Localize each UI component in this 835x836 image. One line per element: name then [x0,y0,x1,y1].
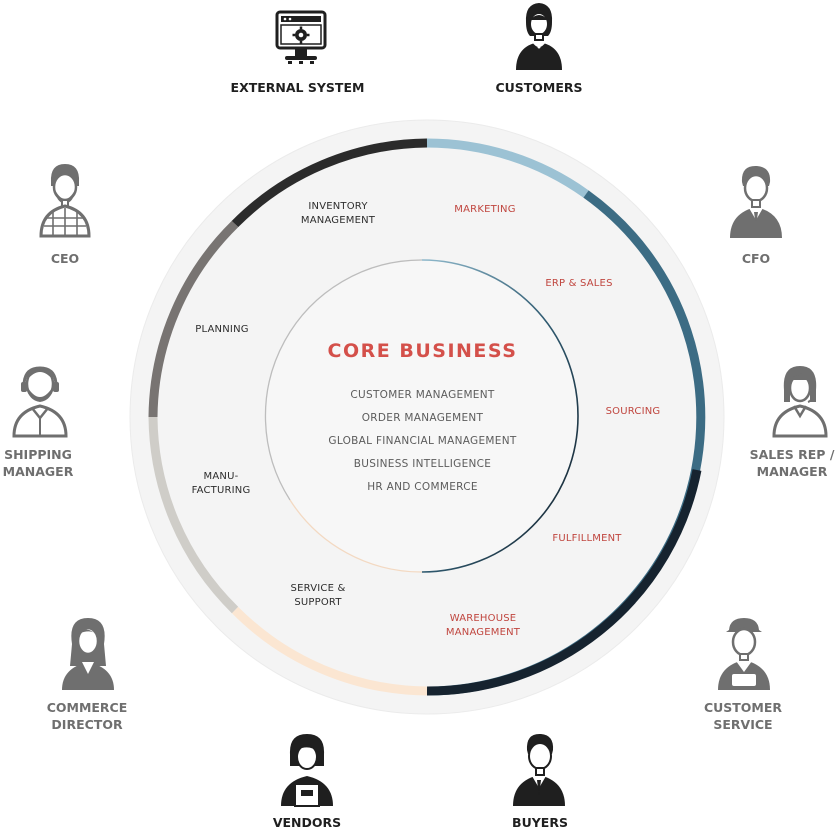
ring-segment-peach [231,606,428,696]
core-item: GLOBAL FINANCIAL MANAGEMENT [328,435,517,447]
role-label-customers: CUSTOMERS [495,80,583,95]
headset-woman-avatar-icon [772,366,828,438]
core-item: CUSTOMER MANAGEMENT [350,389,495,401]
role-label-commerce-director: COMMERCE DIRECTOR [46,700,128,732]
segment-label-erp-sales: ERP & SALES [545,278,613,289]
cap-man-avatar-icon [718,618,770,690]
ring-segment-black [231,138,428,228]
segment-label-sourcing: SOURCING [605,406,661,417]
role-label-buyers: BUYERS [512,815,568,830]
headset-man-avatar-icon [12,366,68,438]
woman-apron-avatar-icon [281,734,333,807]
segment-label-fulfillment: FULFILLMENT [552,533,622,544]
monitor-gear-icon [275,10,327,64]
segment-label-warehouse: WAREHOUSE MANAGEMENT [445,613,521,638]
core-item: BUSINESS INTELLIGENCE [353,458,492,470]
woman-long-hair-avatar-icon [62,618,114,690]
ring-segment-light-gray [148,416,239,614]
role-label-customer-service: CUSTOMER SERVICE [703,700,783,732]
woman-avatar-icon [516,3,562,70]
segment-label-manufacturing: MANU- FACTURING [191,471,251,496]
core-ring-bottom [289,499,423,573]
core-item: HR AND COMMERCE [367,481,478,493]
core-title: CORE BUSINESS [327,340,518,362]
ring-segment-light-blue [426,138,589,198]
segment-label-service-support: SERVICE & SUPPORT [290,583,346,608]
role-label-external-system: EXTERNAL SYSTEM [230,80,365,95]
role-label-ceo: CEO [50,251,80,266]
core-ring-left [264,259,423,501]
man-suit-avatar-icon [730,165,782,238]
role-label-sales-rep: SALES REP / MANAGER [749,447,835,479]
ring-segment-gray [148,220,239,418]
role-label-vendors: VENDORS [272,815,342,830]
businessman-avatar-icon [513,733,565,806]
bearded-man-avatar-icon [39,164,91,238]
core-item: ORDER MANAGEMENT [361,412,484,424]
core-disk [266,260,578,572]
segment-label-planning: PLANNING [195,324,249,335]
role-label-cfo: CFO [741,251,771,266]
segment-label-marketing: MARKETING [454,204,516,215]
core-ring-right [421,259,579,573]
role-label-shipping-manager: SHIPPING MANAGER [2,447,74,479]
segment-label-inventory: INVENTORY MANAGEMENT [300,201,376,226]
ring-segment-navy [426,469,702,696]
